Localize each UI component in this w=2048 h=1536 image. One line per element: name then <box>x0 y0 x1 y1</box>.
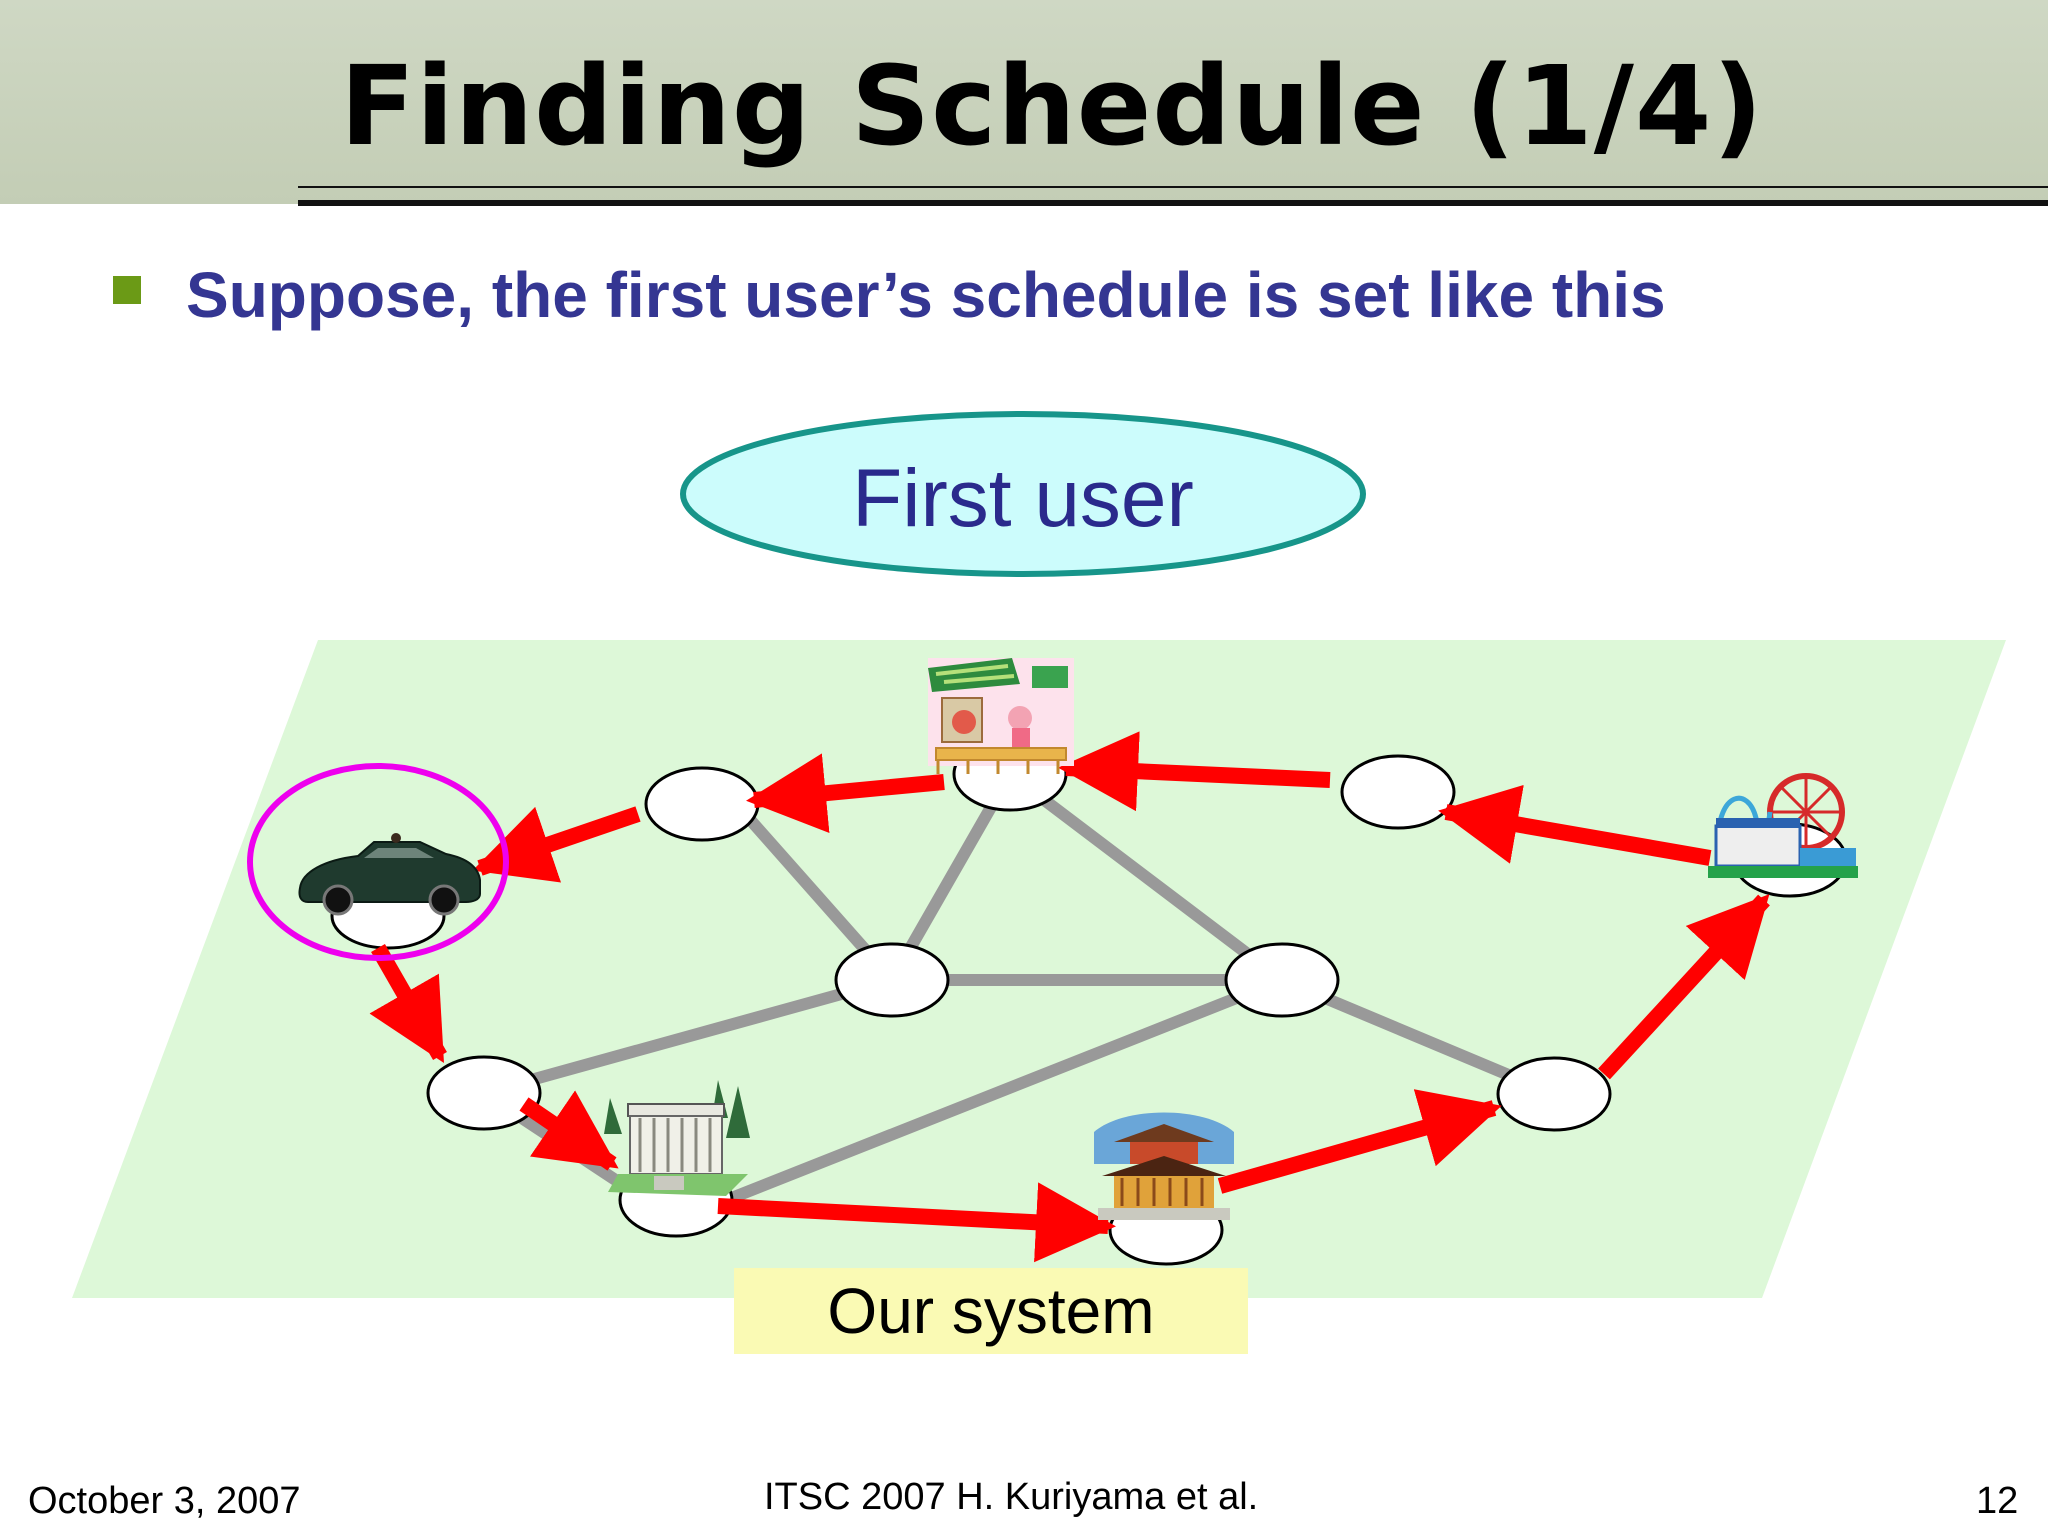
node <box>644 766 760 842</box>
our-system-label-box: Our system <box>734 1268 1248 1354</box>
bullet-square-icon <box>113 276 141 304</box>
first-user-label: First user <box>852 453 1194 544</box>
title-band <box>0 0 2048 204</box>
title-rule <box>298 200 2048 206</box>
temple-icon <box>1094 1112 1234 1220</box>
our-system-label: Our system <box>827 1275 1155 1347</box>
node <box>834 942 950 1018</box>
bullet-text: Suppose, the first user’s schedule is se… <box>186 259 1666 331</box>
node <box>426 1055 542 1131</box>
footer-date: October 3, 2007 <box>28 1480 301 1522</box>
route-arrow <box>1217 1089 1502 1194</box>
node <box>1496 1056 1612 1132</box>
amusement-park-icon <box>1708 773 1858 878</box>
start-highlight-ring <box>247 763 509 961</box>
route-arrow <box>1598 894 1770 1080</box>
route-arrow <box>369 944 447 1063</box>
road <box>1004 768 1288 986</box>
route-arrow <box>519 1090 619 1171</box>
museum-icon <box>604 1080 750 1196</box>
footer-conference: ITSC 2007 H. Kuriyama et al. <box>764 1476 1259 1518</box>
road <box>478 974 898 1099</box>
route-arrow <box>1058 731 1331 812</box>
first-user-ellipse <box>680 411 1366 577</box>
node <box>1224 942 1340 1018</box>
slide-title: Finding Schedule (1/4) <box>340 42 1764 170</box>
route <box>369 731 1770 1263</box>
road <box>670 974 1288 1226</box>
footer-page-number: 12 <box>1976 1480 2019 1522</box>
route-arrow <box>717 1182 1116 1263</box>
node <box>1340 754 1456 830</box>
route-arrow <box>746 753 945 834</box>
restaurant-icon <box>928 658 1074 774</box>
title-rule-thin <box>298 186 2048 188</box>
car-icon <box>298 833 481 916</box>
route-arrow <box>1438 784 1712 866</box>
